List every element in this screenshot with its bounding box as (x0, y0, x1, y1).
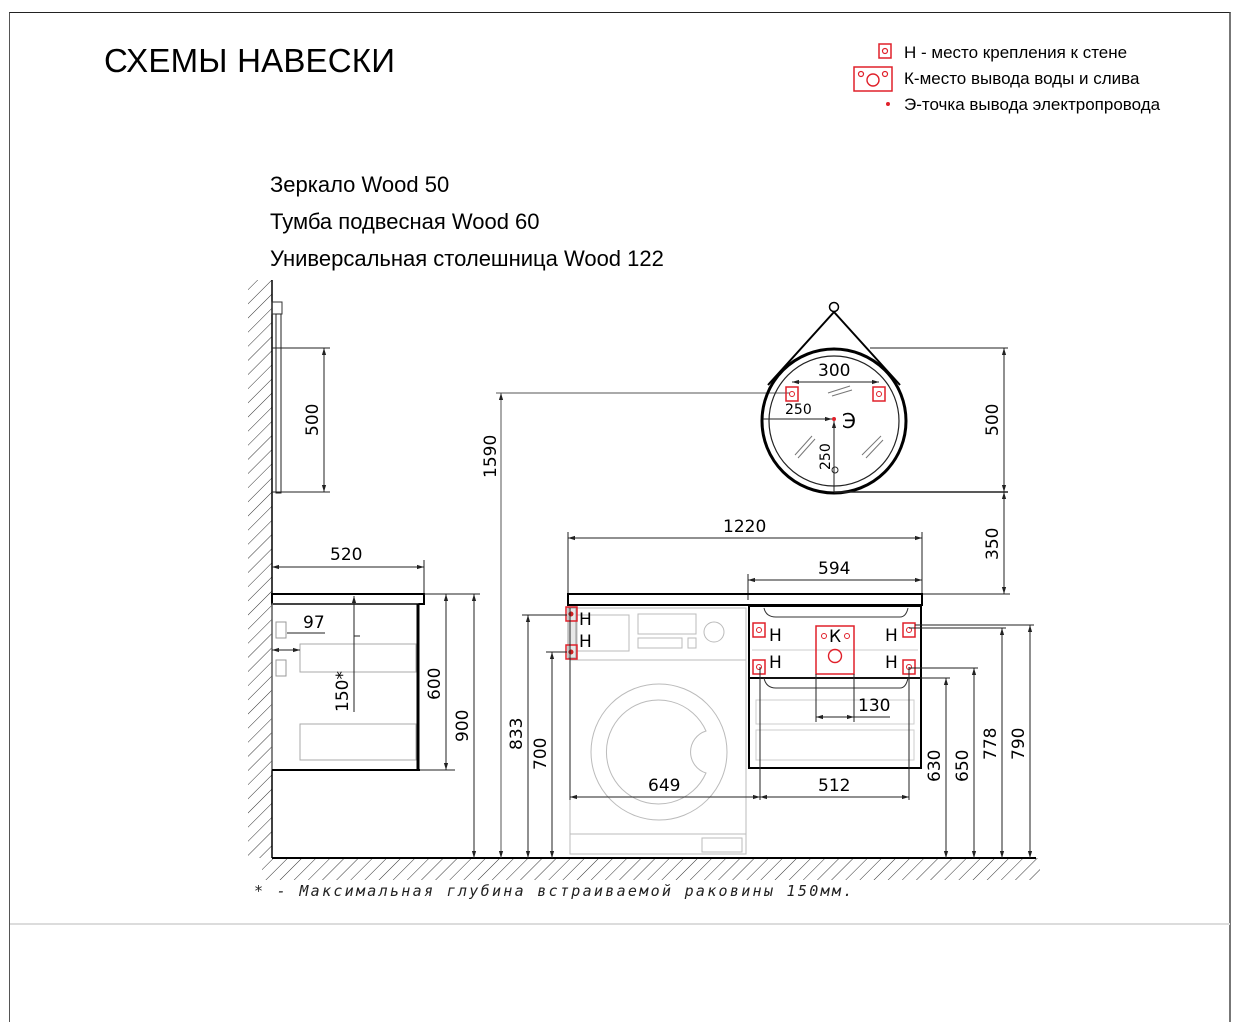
svg-text:Н: Н (769, 626, 782, 646)
height-790: 790 (1009, 728, 1029, 760)
right-height-dims: 630 650 778 790 (760, 624, 1034, 858)
side-top-height: 900 (453, 710, 473, 742)
height-650: 650 (953, 750, 973, 782)
mirror-hole-spacing: 300 (818, 361, 850, 381)
side-cabinet: 520 97 150* 600 900 (271, 545, 480, 858)
footnote: * - Максимальная глубина встраиваемой ра… (254, 882, 855, 900)
drain-offset: 130 (858, 696, 890, 716)
mirror-diameter: 500 (983, 404, 1003, 436)
wall (248, 280, 273, 858)
side-sink-depth: 150* (333, 671, 353, 712)
page-frame (9, 12, 1231, 1022)
svg-text:К: К (829, 627, 841, 647)
countertop-width: 1220 (723, 517, 766, 537)
mirror-mount-point-right (872, 386, 886, 402)
side-cabinet-height: 600 (425, 668, 445, 700)
side-mirror: 500 (271, 301, 330, 494)
mirror-center-y: 250 (818, 443, 834, 470)
left-upper-height: 833 (507, 718, 527, 750)
front-mirror: 300 250 Э 250 500 350 (760, 301, 1008, 594)
side-offset: 97 (303, 613, 325, 633)
washer-mount-points: Н Н 833 700 649 (507, 606, 760, 858)
svg-text:Н: Н (885, 626, 898, 646)
water-outlet-point (815, 625, 855, 675)
floor (262, 857, 1040, 880)
side-mirror-height: 500 (303, 404, 323, 436)
water-outlet-icon (853, 66, 893, 92)
mirror-top-height: 1590 (481, 435, 501, 478)
gap-to-countertop: 350 (983, 528, 1003, 560)
wall-mount-point-icon (878, 43, 892, 59)
page-title: СХЕМЫ НАВЕСКИ (104, 42, 396, 79)
product-mirror: Зеркало Wood 50 (270, 172, 450, 197)
left-lower-height: 700 (531, 738, 551, 770)
electrical-point-icon (886, 102, 890, 106)
svg-text:Н: Н (579, 632, 592, 652)
cabinet-width: 594 (818, 559, 850, 579)
height-630: 630 (925, 750, 945, 782)
product-countertop: Универсальная столешница Wood 122 (270, 246, 664, 271)
mirror-center-x: 250 (785, 402, 812, 418)
side-cabinet-depth: 520 (330, 545, 362, 565)
height-778: 778 (981, 728, 1001, 760)
front-cabinet: К Н Н Н Н 130 512 (748, 605, 922, 800)
front-mirror-height-dim: 1590 (481, 392, 790, 858)
svg-text:Н: Н (769, 653, 782, 673)
washer-width: 649 (648, 776, 680, 796)
washing-machine (567, 607, 747, 855)
product-cabinet: Тумба подвесная Wood 60 (270, 209, 540, 234)
svg-text:Н: Н (885, 653, 898, 673)
mount-spacing: 512 (818, 776, 850, 796)
product-list: Зеркало Wood 50 Тумба подвесная Wood 60 … (270, 166, 664, 277)
mirror-mount-point-left (785, 386, 799, 402)
page-separator (10, 923, 1230, 925)
front-countertop: 1220 594 (567, 517, 1010, 606)
electrical-point (832, 417, 836, 421)
electric-mark: Э (842, 409, 856, 433)
svg-text:Н: Н (579, 610, 592, 630)
